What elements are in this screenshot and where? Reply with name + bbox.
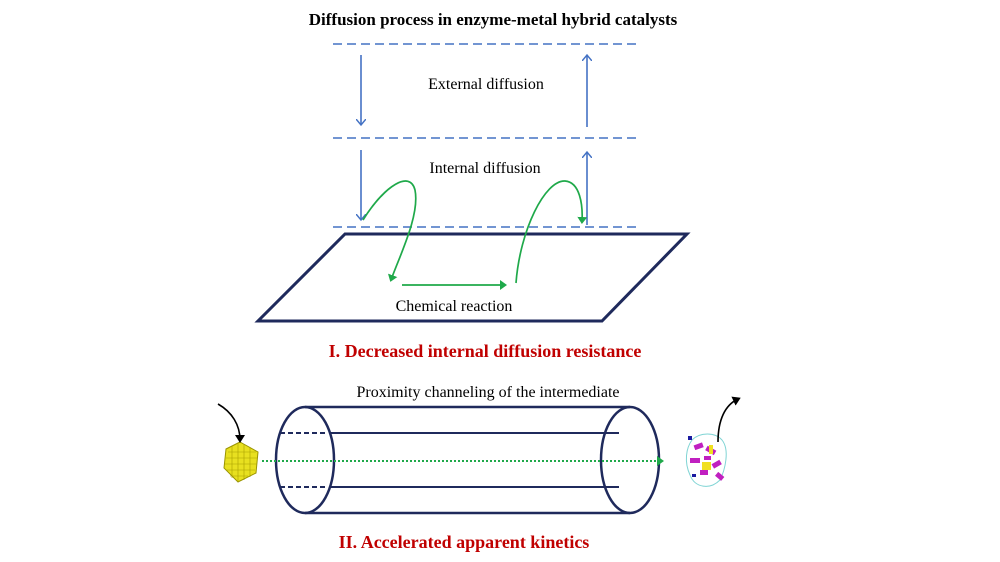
section1-heading: I. Decreased internal diffusion resistan… — [329, 341, 642, 361]
diagram-title: Diffusion process in enzyme-metal hybrid… — [309, 10, 678, 29]
desorption-curve-arrow — [515, 180, 588, 284]
external-diffusion-label: External diffusion — [428, 76, 544, 93]
chemical-reaction-label: Chemical reaction — [396, 298, 513, 315]
adsorption-curve-arrow — [362, 180, 417, 282]
internal-diffusion-label: Internal diffusion — [429, 160, 540, 177]
product-out-arrow — [717, 396, 741, 443]
boundary-lines — [333, 43, 640, 228]
channel-cylinder — [274, 405, 661, 515]
catalyst-surface — [254, 232, 691, 323]
proximity-channeling-label: Proximity channeling of the intermediate — [356, 384, 619, 401]
substrate-in-arrow — [217, 403, 245, 443]
enzyme-protein-icon — [685, 433, 727, 487]
metal-nanoparticle-icon — [223, 441, 259, 483]
section2-heading: II. Accelerated apparent kinetics — [339, 532, 590, 552]
